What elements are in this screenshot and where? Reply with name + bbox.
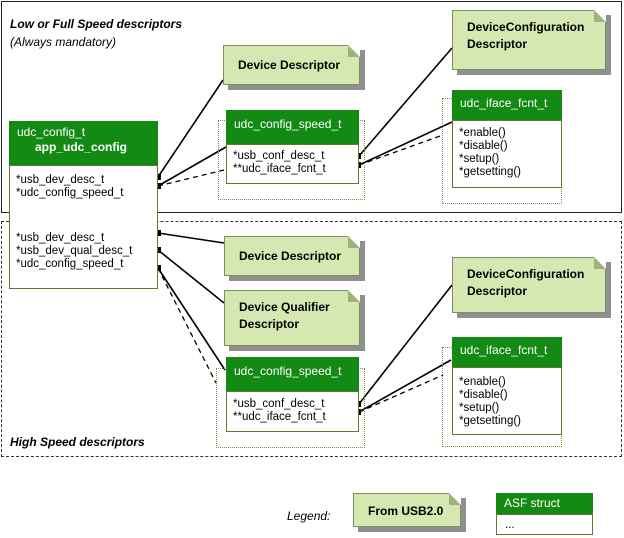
link-hs-conf-desc	[358, 284, 453, 405]
anchor-hs-3	[155, 265, 161, 271]
full-speed-title: Low or Full Speed descriptors	[10, 17, 183, 31]
hs-speed-iface: **udc_iface_fcnt_t	[233, 411, 326, 423]
hs-config-descriptor: DeviceConfiguration Descriptor	[452, 257, 606, 313]
hs-device-descriptor: Device Descriptor	[224, 236, 360, 276]
anchor-fs-2	[155, 183, 161, 189]
hs-qualifier-descriptor-label: Device Qualifier Descriptor	[239, 300, 330, 331]
hs-iface-header: udc_iface_fcnt_t	[452, 337, 562, 367]
udc-config-body: *usb_dev_desc_t *udc_config_speed_t *usb…	[9, 165, 158, 289]
legend-asf-title: ASF struct	[504, 496, 561, 510]
fs-field-dev-desc: *usb_dev_desc_t	[16, 174, 105, 186]
link-hs-iface-dashed	[358, 374, 444, 413]
hs-field-dev-desc: *usb_dev_desc_t	[16, 232, 105, 244]
udc-config-header: udc_config_t app_udc_config	[9, 121, 158, 165]
legend-label: Legend:	[287, 509, 331, 523]
hs-speed-conf-desc: *usb_conf_desc_t	[233, 398, 325, 410]
hs-iface-enable: *enable()	[459, 376, 506, 388]
hs-iface-setup: *setup()	[459, 402, 500, 414]
fs-device-descriptor-label: Device Descriptor	[238, 58, 341, 72]
link-fs-iface-dashed	[358, 134, 444, 166]
high-speed-title: High Speed descriptors	[10, 435, 145, 449]
link-fs-dev-desc	[157, 79, 224, 178]
anchor-hs-2	[155, 247, 161, 253]
fs-iface-setup: *setup()	[459, 153, 500, 165]
legend-asf-header: ASF struct	[496, 493, 593, 514]
hs-qualifier-descriptor: Device Qualifier Descriptor	[224, 290, 360, 346]
link-hs-qual-desc	[157, 249, 225, 304]
link-fs-iface	[358, 121, 453, 166]
fs-iface-disable: *disable()	[459, 140, 508, 152]
hs-device-descriptor-label: Device Descriptor	[239, 249, 342, 263]
fs-speed-title: udc_config_speed_t	[234, 117, 342, 131]
link-fs-speed	[157, 146, 227, 187]
hs-iface-title: udc_iface_fcnt_t	[460, 343, 548, 357]
hs-iface-getsetting: *getsetting()	[459, 415, 522, 427]
fs-iface-title: udc_iface_fcnt_t	[460, 96, 548, 110]
link-hs-speed	[157, 267, 226, 371]
fs-config-descriptor: DeviceConfiguration Descriptor	[452, 10, 606, 70]
hs-iface-disable: *disable()	[459, 389, 508, 401]
fs-device-descriptor: Device Descriptor	[223, 45, 360, 85]
fs-field-config-speed: *udc_config_speed_t	[16, 187, 124, 199]
anchor-fs-1	[155, 174, 161, 180]
udc-config-type: udc_config_t	[17, 125, 86, 139]
legend-asf-body: ...	[496, 514, 593, 535]
fs-config-descriptor-label: DeviceConfiguration Descriptor	[467, 20, 585, 51]
high-speed-section	[1, 221, 622, 457]
fs-speed-conf-desc: *usb_conf_desc_t	[233, 150, 325, 162]
hs-iface-body: *enable() *disable() *setup() *getsettin…	[452, 367, 562, 435]
fs-iface-enable: *enable()	[459, 127, 506, 139]
anchor-hs-1	[155, 230, 161, 236]
link-fs-speed-dashed	[157, 169, 225, 187]
fs-speed-body: *usb_conf_desc_t **udc_iface_fcnt_t	[226, 144, 359, 184]
hs-field-config-speed: *udc_config_speed_t	[16, 258, 124, 270]
fs-iface-body: *enable() *disable() *setup() *getsettin…	[452, 120, 562, 188]
hs-speed-header: udc_config_speed_t	[226, 357, 359, 391]
legend-asf-ellipsis: ...	[505, 519, 515, 531]
link-hs-iface	[358, 359, 452, 413]
full-speed-subtitle: (Always mandatory)	[10, 35, 117, 49]
hs-speed-body: *usb_conf_desc_t **udc_iface_fcnt_t	[226, 391, 359, 432]
fs-iface-header: udc_iface_fcnt_t	[452, 90, 562, 120]
hs-config-descriptor-label: DeviceConfiguration Descriptor	[467, 267, 585, 298]
full-speed-section	[1, 1, 622, 213]
link-fs-conf-desc	[358, 47, 453, 157]
hs-speed-title: udc_config_speed_t	[234, 364, 342, 378]
link-hs-speed-dashed	[157, 267, 217, 384]
fs-iface-getsetting: *getsetting()	[459, 166, 522, 178]
legend-usb-item: From USB2.0	[353, 493, 461, 527]
legend-usb-item-label: From USB2.0	[368, 504, 444, 518]
link-hs-dev-desc	[157, 232, 225, 244]
fs-speed-header: udc_config_speed_t	[226, 110, 359, 144]
udc-config-name: app_udc_config	[35, 140, 128, 154]
fs-speed-iface: **udc_iface_fcnt_t	[233, 163, 326, 175]
hs-field-dev-qual-desc: *usb_dev_qual_desc_t	[16, 245, 133, 257]
